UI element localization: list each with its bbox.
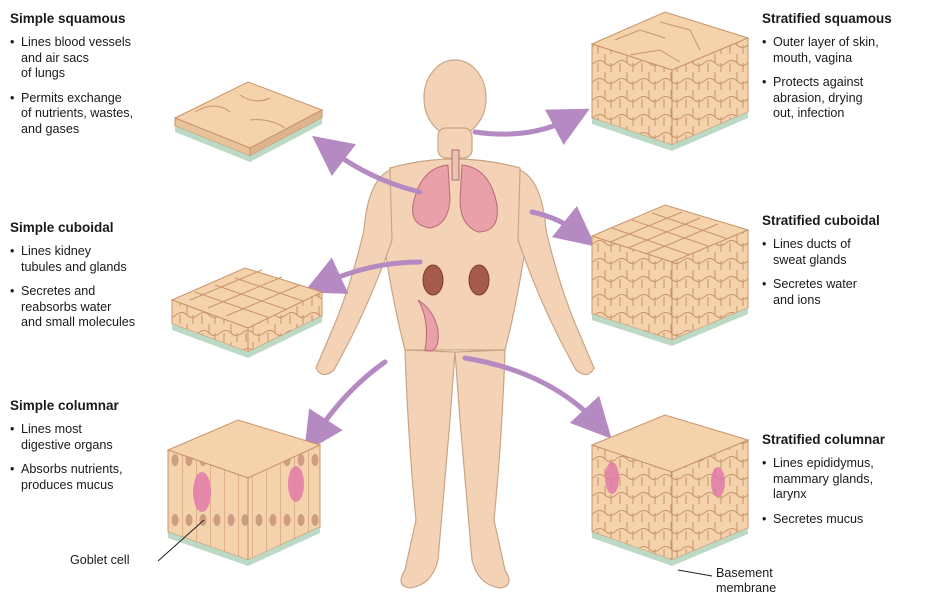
stratified-columnar-block — [592, 415, 748, 566]
stratified-cuboidal-text: Stratified cuboidal Lines ducts of sweat… — [762, 213, 932, 317]
simple-columnar-bullets: Lines most digestive organs Absorbs nutr… — [10, 422, 185, 493]
basement-membrane-leader — [678, 570, 712, 576]
head — [424, 60, 486, 136]
simple-cuboidal-bullets: Lines kidney tubules and glands Secretes… — [10, 244, 185, 331]
bullet-item: Protects against abrasion, drying out, i… — [762, 75, 932, 122]
simple-squamous-block — [175, 82, 322, 162]
simple-squamous-bullets: Lines blood vessels and air sacs of lung… — [10, 35, 185, 137]
trachea — [452, 150, 459, 180]
stratified-columnar-bullets: Lines epididymus, mammary glands, larynx… — [762, 456, 932, 527]
simple-cuboidal-block — [172, 268, 322, 358]
human-body — [316, 60, 594, 588]
simple-columnar-title: Simple columnar — [10, 398, 185, 413]
goblet-cell-shape — [193, 472, 211, 512]
right-leg — [455, 350, 509, 588]
stratified-squamous-block — [592, 12, 748, 151]
stratified-cuboidal-title: Stratified cuboidal — [762, 213, 932, 228]
bullet-item: Absorbs nutrients, produces mucus — [10, 462, 185, 493]
bullet-item: Lines ducts of sweat glands — [762, 237, 932, 268]
stratified-squamous-title: Stratified squamous — [762, 11, 932, 26]
stratified-cuboidal-block — [592, 205, 748, 346]
goblet-cell-label: Goblet cell — [70, 553, 130, 568]
bullet-item: Lines epididymus, mammary glands, larynx — [762, 456, 932, 503]
left-leg — [401, 350, 455, 588]
bullet-item: Secretes and reabsorbs water and small m… — [10, 284, 185, 331]
simple-cuboidal-title: Simple cuboidal — [10, 220, 185, 235]
bullet-item: Secretes water and ions — [762, 277, 932, 308]
right-arm — [518, 170, 594, 375]
simple-squamous-title: Simple squamous — [10, 11, 185, 26]
stratified-columnar-text: Stratified columnar Lines epididymus, ma… — [762, 432, 932, 536]
left-kidney — [423, 265, 443, 295]
stratified-squamous-bullets: Outer layer of skin, mouth, vagina Prote… — [762, 35, 932, 122]
bullet-item: Outer layer of skin, mouth, vagina — [762, 35, 932, 66]
right-kidney — [469, 265, 489, 295]
stratified-squamous-text: Stratified squamous Outer layer of skin,… — [762, 11, 932, 131]
bullet-item: Secretes mucus — [762, 512, 932, 528]
simple-columnar-text: Simple columnar Lines most digestive org… — [10, 398, 185, 502]
stratified-columnar-title: Stratified columnar — [762, 432, 932, 447]
bullet-item: Permits exchange of nutrients, wastes, a… — [10, 91, 185, 138]
bullet-item: Lines blood vessels and air sacs of lung… — [10, 35, 185, 82]
simple-squamous-text: Simple squamous Lines blood vessels and … — [10, 11, 185, 146]
stratified-cuboidal-bullets: Lines ducts of sweat glands Secretes wat… — [762, 237, 932, 308]
basement-membrane-label: Basement membrane — [716, 566, 776, 596]
simple-cuboidal-text: Simple cuboidal Lines kidney tubules and… — [10, 220, 185, 340]
bullet-item: Lines most digestive organs — [10, 422, 185, 453]
bullet-item: Lines kidney tubules and glands — [10, 244, 185, 275]
simple-columnar-block — [168, 420, 320, 566]
arrow-stratified-squamous — [475, 118, 572, 134]
